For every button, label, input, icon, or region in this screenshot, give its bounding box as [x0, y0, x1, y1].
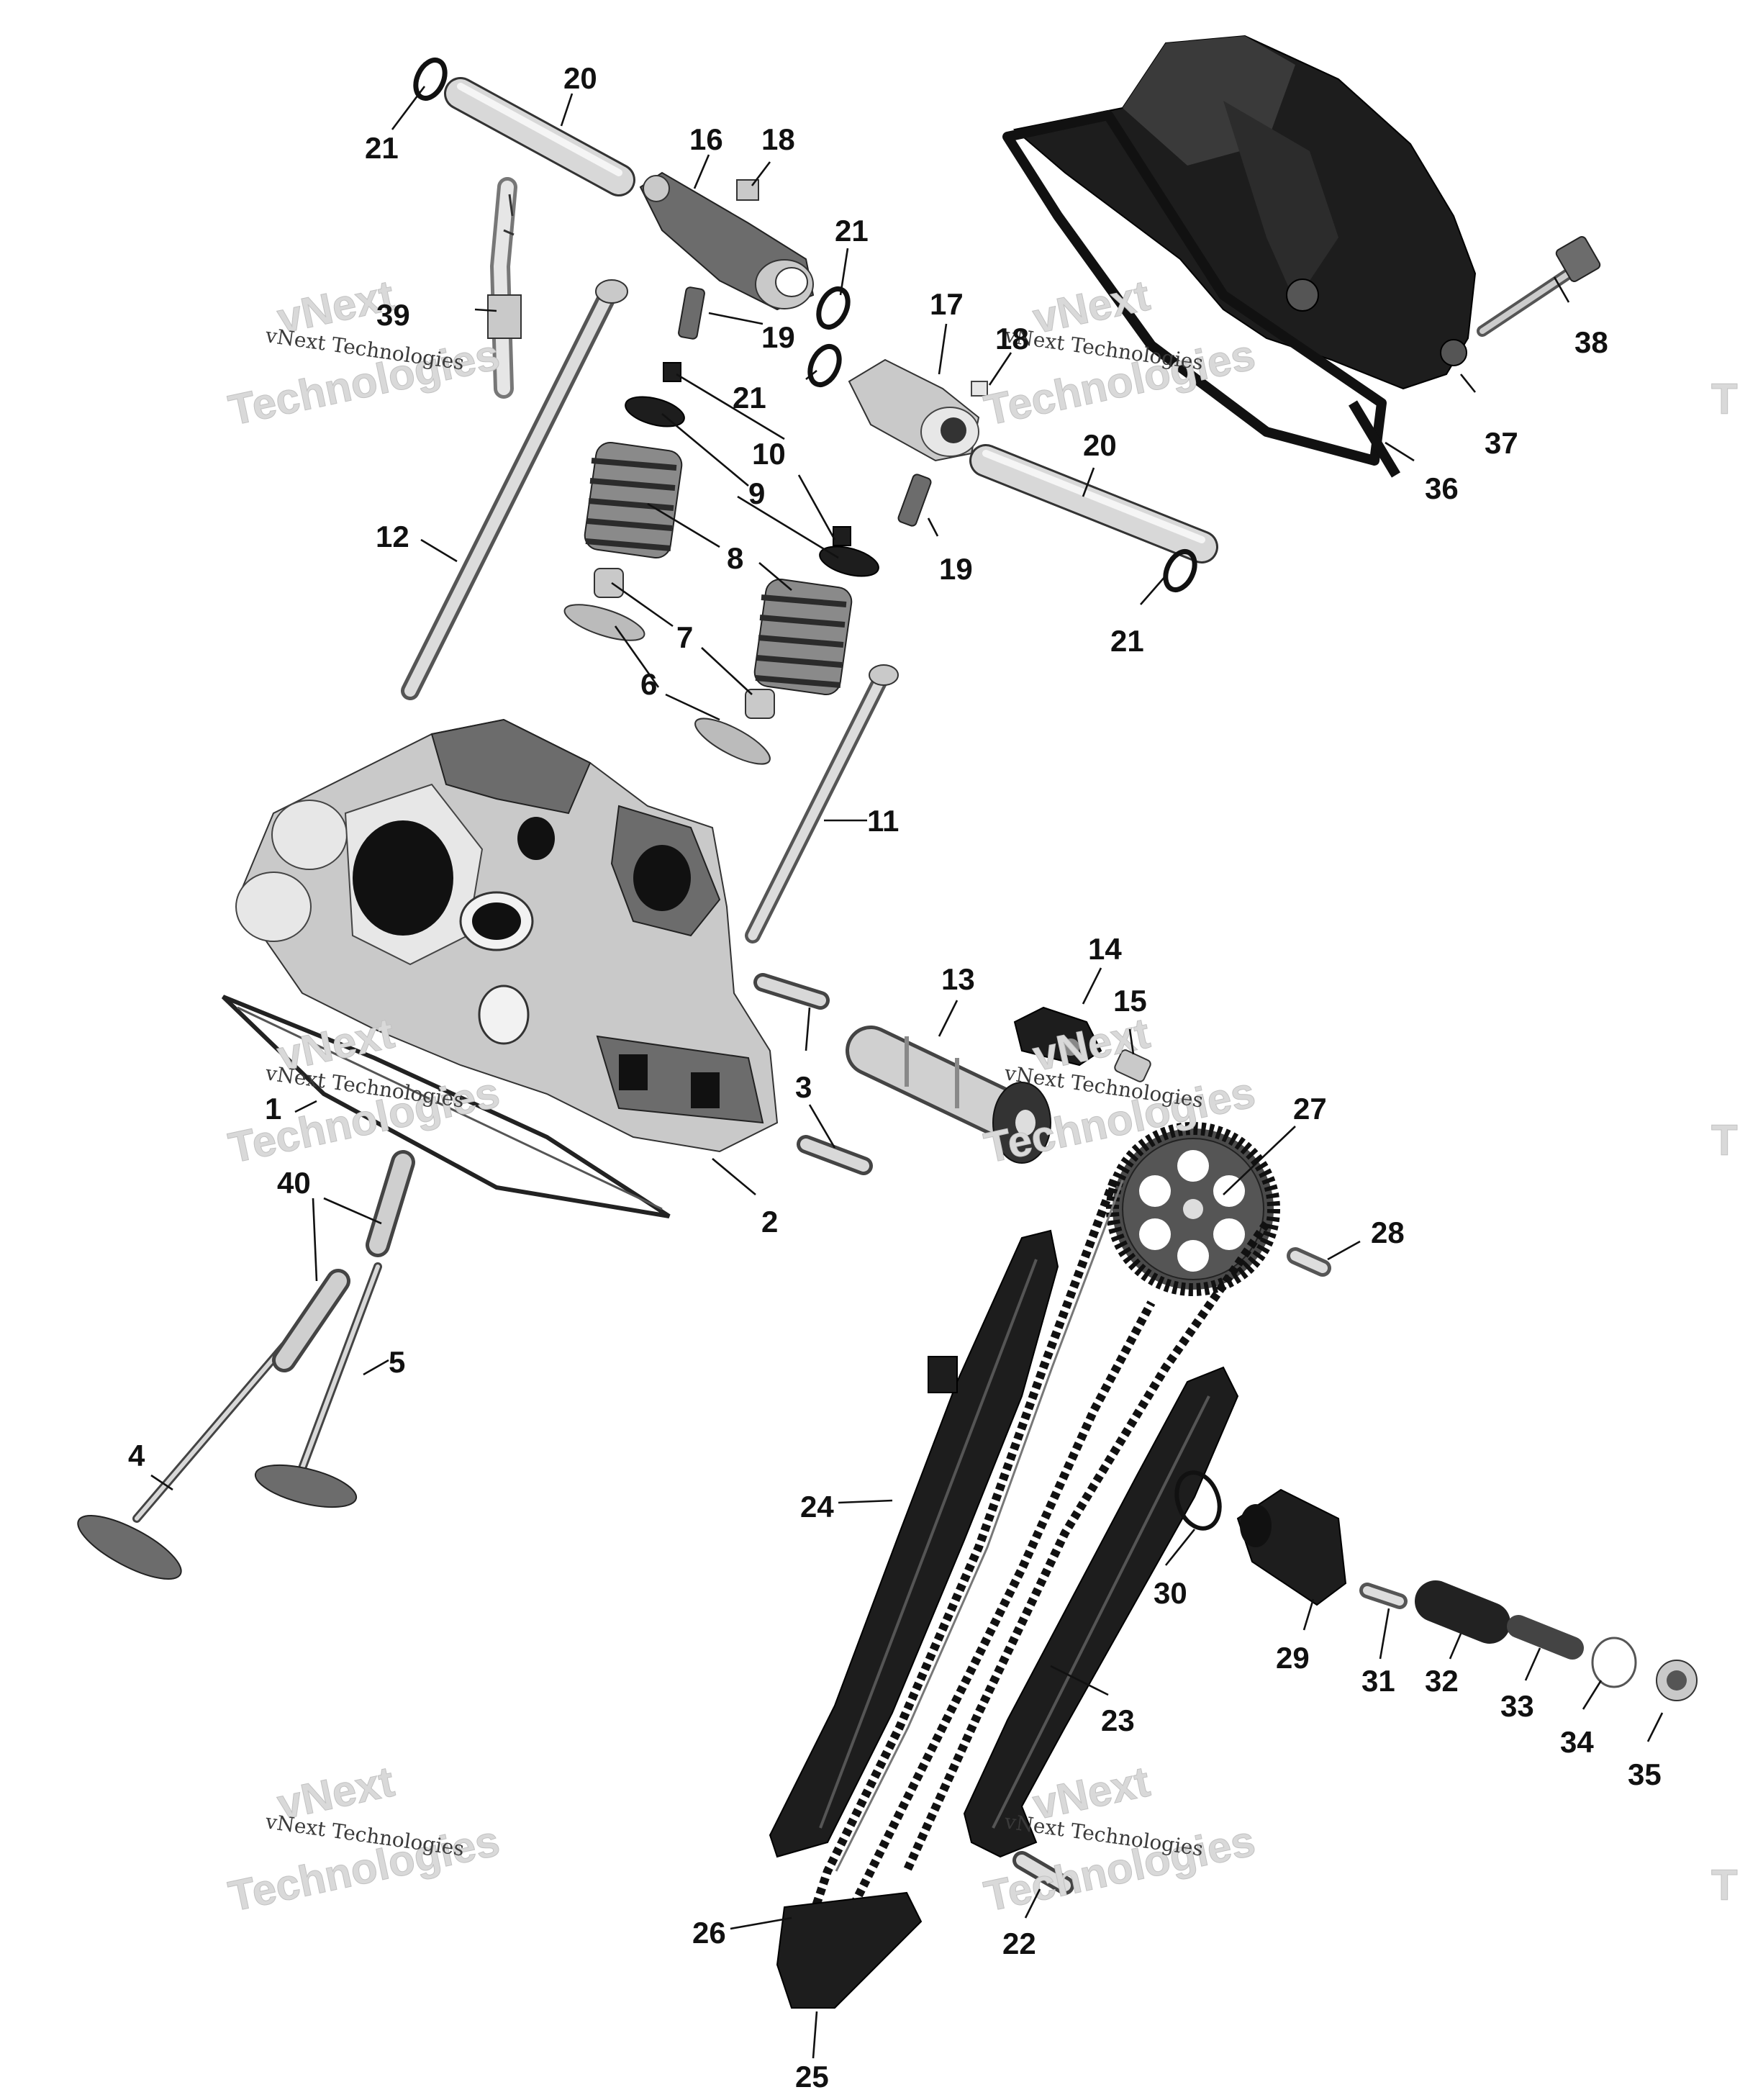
callout-5: 5 [389, 1345, 405, 1379]
callout-33: 33 [1500, 1689, 1534, 1723]
valve-spring-lower [753, 578, 853, 696]
leader-lines [150, 86, 1664, 2059]
rocker-arm-lower [848, 358, 980, 462]
callout-7: 7 [676, 620, 693, 654]
callout-11: 11 [867, 804, 899, 838]
callout-4: 4 [128, 1439, 145, 1472]
camshaft [846, 1026, 1051, 1164]
cover-bolt [1477, 236, 1601, 337]
callout-26: 26 [692, 1916, 726, 1950]
callout-1: 1 [265, 1092, 281, 1126]
callout-21-lower-right: 21 [1110, 624, 1144, 658]
callout-numbers: 20 21 16 18 21 39 17 18 19 21 38 37 20 1… [128, 61, 1662, 2094]
head-gasket [221, 995, 671, 1218]
callout-24: 24 [800, 1490, 834, 1524]
callout-32: 32 [1425, 1664, 1459, 1698]
lower-chain-guide [776, 1891, 923, 2009]
stem-seals [594, 568, 775, 719]
callout-21-top-left: 21 [365, 131, 399, 165]
callout-17: 17 [930, 287, 964, 321]
callout-37: 37 [1485, 426, 1518, 460]
head-bolt-short [745, 664, 899, 943]
callout-40: 40 [277, 1166, 311, 1200]
tensioner-assembly [1174, 1470, 1698, 1701]
callout-13: 13 [941, 962, 975, 996]
callout-22: 22 [1002, 1927, 1036, 1960]
head-bolt-long [401, 279, 628, 700]
cylinder-head [235, 718, 779, 1153]
callout-39: 39 [376, 298, 410, 332]
callout-8: 8 [727, 541, 743, 575]
callout-18-lower: 18 [995, 322, 1029, 356]
callout-38: 38 [1574, 325, 1608, 359]
sprocket-bolt [1287, 1247, 1331, 1277]
part-illustrations [77, 35, 1698, 2009]
callout-25: 25 [795, 2060, 829, 2094]
watermark-top-left: vNext Technologies vNext Technologies [225, 271, 504, 435]
callout-16: 16 [689, 122, 723, 156]
rocker-shaft-lower [969, 444, 1218, 564]
callout-3: 3 [795, 1070, 812, 1104]
callout-21-upper-middle: 21 [835, 214, 869, 248]
callout-20-upper: 20 [563, 61, 597, 95]
cam-sprocket [1106, 1122, 1280, 1296]
rocker-arm-upper [639, 171, 815, 311]
callout-31: 31 [1361, 1664, 1395, 1698]
callout-12: 12 [376, 520, 409, 553]
callout-34: 34 [1560, 1725, 1594, 1759]
callout-28: 28 [1371, 1216, 1405, 1249]
callout-20-lower: 20 [1083, 428, 1117, 462]
valve-spring-upper [584, 441, 683, 559]
guide-pin [1012, 1851, 1074, 1895]
callout-18-upper: 18 [761, 122, 795, 156]
valve-intake [254, 1262, 382, 1508]
callout-36: 36 [1425, 471, 1459, 505]
callout-21-middle: 21 [733, 381, 766, 415]
callout-27: 27 [1293, 1092, 1327, 1126]
callout-2: 2 [761, 1205, 778, 1239]
chain-guide [769, 1229, 1059, 1858]
spring-washers [563, 604, 771, 765]
callout-29: 29 [1276, 1641, 1310, 1675]
valve-cover-gasket [1002, 110, 1401, 478]
watermark-edge-letters: T T T [1711, 375, 1739, 1910]
cam-retainer-bolt [1114, 1049, 1151, 1082]
callout-30: 30 [1154, 1576, 1187, 1610]
tensioner-guide [963, 1366, 1239, 1858]
callout-19-lower: 19 [939, 552, 973, 586]
watermark-bottom-left: vNext Technologies vNext Technologies [225, 1757, 504, 1921]
callout-35: 35 [1628, 1757, 1662, 1791]
valve-exhaust [77, 1341, 289, 1580]
callout-10: 10 [752, 437, 786, 471]
svg-text:T: T [1711, 375, 1738, 423]
svg-text:T: T [1711, 1861, 1738, 1909]
svg-text:T: T [1711, 1116, 1738, 1164]
valve-guides [272, 1150, 415, 1372]
valve-cover [1012, 35, 1477, 390]
callout-15: 15 [1113, 984, 1147, 1018]
callout-6: 6 [640, 667, 657, 701]
dowel-pins [753, 973, 873, 1175]
callout-9: 9 [748, 476, 765, 510]
callout-23: 23 [1101, 1703, 1135, 1737]
rocker-shaft-upper [444, 77, 635, 196]
cam-retainer-plate [1013, 1006, 1102, 1067]
callout-14: 14 [1088, 932, 1122, 966]
callout-19-upper: 19 [761, 320, 795, 354]
spark-plug [487, 177, 522, 399]
